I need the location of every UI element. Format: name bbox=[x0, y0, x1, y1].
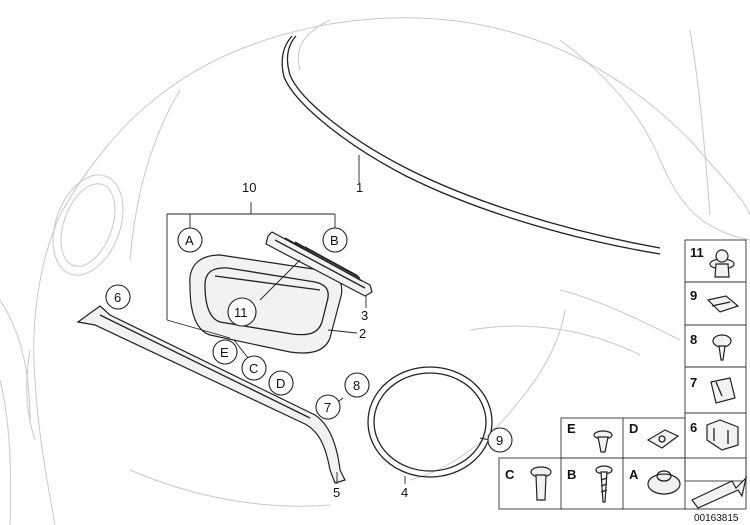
fastener-grid bbox=[498, 239, 747, 510]
part-2-scoop-trim bbox=[189, 254, 358, 354]
fastener-7-nut bbox=[710, 377, 736, 404]
group-10-bracket bbox=[166, 202, 336, 359]
fastener-C-bolt bbox=[530, 466, 552, 501]
svg-text:7: 7 bbox=[324, 400, 331, 415]
image-number: 00163815 bbox=[694, 513, 739, 524]
direction-arrow-icon bbox=[691, 476, 748, 509]
fastener-6-bracket bbox=[706, 419, 739, 451]
car-body-outline bbox=[0, 17, 750, 525]
grid-label-C: C bbox=[505, 467, 515, 482]
svg-text:6: 6 bbox=[114, 290, 121, 305]
bubble-B: B bbox=[322, 227, 348, 253]
bubble-9: 9 bbox=[487, 427, 513, 453]
bubble-7: 7 bbox=[315, 394, 341, 420]
grid-label-6: 6 bbox=[690, 420, 697, 435]
grid-label-7: 7 bbox=[690, 375, 697, 390]
callout-3: 3 bbox=[361, 308, 368, 323]
grid-label-B: B bbox=[567, 467, 576, 482]
grid-label-9: 9 bbox=[690, 288, 697, 303]
grid-label-8: 8 bbox=[690, 332, 697, 347]
callout-1: 1 bbox=[356, 180, 363, 195]
fastener-11-clip bbox=[709, 249, 735, 278]
grid-label-D: D bbox=[629, 421, 638, 436]
callout-10: 10 bbox=[242, 180, 256, 195]
fastener-D-clip bbox=[646, 429, 680, 449]
part-4-headlight-ring bbox=[367, 366, 493, 484]
fastener-A-nut bbox=[647, 470, 681, 495]
bubble-11: 11 bbox=[227, 297, 257, 327]
part-3-grille-insert bbox=[259, 231, 373, 308]
fastener-9-clip bbox=[706, 295, 740, 313]
svg-text:E: E bbox=[220, 345, 229, 360]
svg-text:C: C bbox=[249, 361, 258, 376]
fastener-E-clip bbox=[593, 430, 613, 453]
grid-label-A: A bbox=[629, 467, 639, 482]
bubble-A: A bbox=[177, 227, 203, 253]
grid-label-E: E bbox=[567, 421, 576, 436]
part-1-seal-strip bbox=[281, 35, 661, 255]
svg-text:A: A bbox=[185, 233, 194, 248]
callout-2: 2 bbox=[359, 326, 366, 341]
svg-text:11: 11 bbox=[234, 305, 248, 320]
grid-label-11: 11 bbox=[690, 245, 704, 260]
callout-5: 5 bbox=[333, 485, 340, 500]
callout-4: 4 bbox=[401, 485, 408, 500]
fastener-8-screw bbox=[712, 334, 732, 361]
bubble-E: E bbox=[212, 339, 238, 365]
svg-text:9: 9 bbox=[496, 433, 503, 448]
bubble-C: C bbox=[241, 355, 267, 381]
svg-text:D: D bbox=[276, 376, 285, 391]
svg-text:8: 8 bbox=[353, 378, 360, 393]
svg-text:B: B bbox=[330, 233, 339, 248]
bubble-6: 6 bbox=[105, 284, 131, 310]
bubble-D: D bbox=[268, 370, 294, 396]
fastener-B-screw bbox=[595, 465, 613, 503]
bubble-8: 8 bbox=[344, 372, 370, 398]
